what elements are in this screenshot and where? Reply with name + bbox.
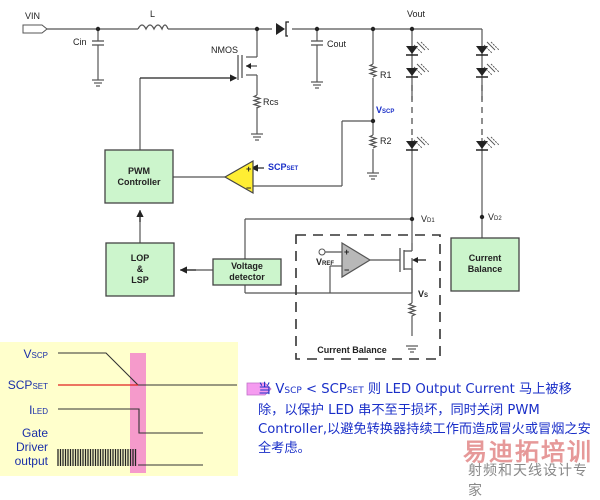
vdet-block-line1: Voltage bbox=[231, 261, 263, 271]
vout-label: Vout bbox=[407, 9, 426, 19]
inductor-label: L bbox=[150, 9, 155, 19]
explanation-note: 当 VSCP < SCPSET 则 LED Output Current 马上被… bbox=[258, 380, 598, 458]
wave-label-driver: Driver bbox=[16, 440, 48, 454]
lop-lsp-block bbox=[105, 242, 175, 297]
scp-comparator-icon bbox=[223, 159, 254, 195]
cout-label: Cout bbox=[327, 39, 347, 49]
sense-resistor-icon bbox=[407, 302, 417, 322]
nmos-label: NMOS bbox=[211, 45, 238, 55]
cb-dashed-label: Current Balance bbox=[317, 345, 387, 355]
rcs-resistor-icon bbox=[252, 94, 262, 109]
pwm-block-line2: Controller bbox=[117, 177, 160, 187]
vscp-label: VSCP bbox=[376, 105, 394, 115]
note-part3: 则 LED Output Current 马上被移除，以保护 LED 串不至于损… bbox=[258, 382, 591, 456]
led-dashed-continuation bbox=[411, 85, 483, 140]
schottky-diode-icon bbox=[276, 21, 289, 37]
current-balance-dashed-box bbox=[295, 234, 441, 360]
note-vscp-sub: SCP bbox=[284, 386, 302, 396]
voltage-detector-block bbox=[212, 258, 282, 286]
wave-label-vscp: VSCP bbox=[24, 347, 48, 361]
inductor-icon bbox=[137, 24, 169, 31]
ground-icon bbox=[406, 345, 418, 353]
iled-trace bbox=[58, 408, 203, 434]
circuit-wires bbox=[47, 28, 483, 336]
rcs-label: Rcs bbox=[263, 97, 279, 107]
opamp-plus: + bbox=[344, 247, 349, 257]
ground-icon bbox=[92, 79, 104, 87]
cout-capacitor-icon bbox=[311, 40, 323, 46]
comparator-minus: − bbox=[246, 183, 251, 193]
fault-highlight-band bbox=[130, 353, 146, 473]
wave-label-iled: ILED bbox=[29, 403, 48, 417]
watermark-logo: 易迪拓培训 bbox=[463, 438, 593, 466]
wave-label-gate: Gate bbox=[22, 426, 48, 440]
ground-icon bbox=[367, 172, 379, 180]
led-icon bbox=[476, 41, 500, 56]
lop-block-line3: LSP bbox=[131, 275, 149, 285]
vd1-label: VD1 bbox=[421, 214, 435, 224]
vscp-trace bbox=[58, 352, 237, 386]
led-icon bbox=[406, 136, 430, 151]
pwm-controller-block bbox=[104, 149, 174, 204]
led-icon bbox=[406, 41, 430, 56]
junction-dots bbox=[95, 26, 485, 222]
cin-capacitor-icon bbox=[92, 40, 104, 46]
wave-label-output: output bbox=[15, 454, 49, 468]
current-balance-block-right bbox=[450, 237, 520, 292]
watermark-tagline: 射频和天线设计专家 bbox=[468, 463, 588, 499]
led-icon bbox=[476, 136, 500, 151]
waveform-traces bbox=[58, 352, 237, 466]
wave-label-scpset: SCPSET bbox=[8, 378, 48, 392]
r1-resistor-icon bbox=[368, 63, 378, 78]
nmos-transistor-icon bbox=[237, 55, 257, 80]
lop-block-line1: LOP bbox=[131, 253, 150, 263]
note-arrow-icon bbox=[246, 382, 272, 396]
vdet-block-line2: detector bbox=[229, 272, 265, 282]
ground-icon bbox=[251, 133, 263, 141]
ground-icons bbox=[92, 79, 418, 353]
comparator-plus: + bbox=[246, 164, 251, 174]
waveform-labels: VSCP SCPSET ILED Gate Driver output bbox=[8, 347, 49, 468]
diagram-canvas: VIN L Cin NMOS Rcs Cout Vout R1 R2 VSCP bbox=[0, 9, 520, 476]
led-icon bbox=[476, 63, 500, 78]
opamp-minus: − bbox=[344, 265, 349, 275]
r1-label: R1 bbox=[380, 70, 392, 80]
vs-label: VS bbox=[418, 289, 428, 299]
vin-connector-icon bbox=[22, 24, 48, 34]
led-strings bbox=[406, 41, 500, 151]
note-part1: 当 V bbox=[258, 382, 285, 397]
vref-label: VREF bbox=[316, 257, 334, 267]
current-balance-opamp-icon bbox=[341, 241, 372, 279]
cin-label: Cin bbox=[73, 37, 87, 47]
ground-icon bbox=[311, 81, 323, 89]
lop-block-line2: & bbox=[137, 264, 144, 274]
led-icon bbox=[406, 63, 430, 78]
vref-terminal-icon bbox=[318, 248, 326, 256]
scpset-label: SCPSET bbox=[268, 162, 299, 172]
r2-resistor-icon bbox=[368, 134, 378, 149]
cb-right-line1: Current bbox=[469, 253, 502, 263]
vd2-label: VD2 bbox=[488, 212, 502, 222]
note-scpset-sub: SET bbox=[346, 386, 364, 396]
vin-label: VIN bbox=[25, 11, 40, 21]
note-part2: < SCP bbox=[301, 382, 347, 397]
cb-right-line2: Balance bbox=[468, 264, 503, 274]
gate-driver-pulses bbox=[57, 449, 137, 466]
pwm-block-line1: PWM bbox=[128, 166, 150, 176]
r2-label: R2 bbox=[380, 136, 392, 146]
current-balance-mosfet-icon bbox=[399, 243, 426, 293]
